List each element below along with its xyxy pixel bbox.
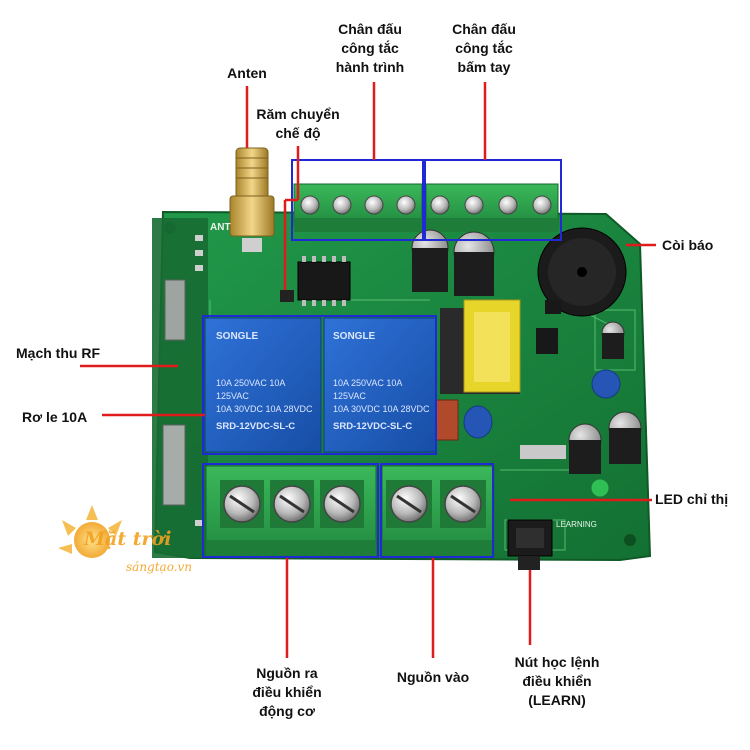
relay-2-rating-1: 10A 250VAC 10A 125VAC — [333, 378, 402, 401]
label-relay: Rơ le 10A — [22, 409, 88, 425]
relay-1-rating-2: 10A 30VDC 10A 28VDC — [216, 404, 313, 414]
relay-2-rating-2: 10A 30VDC 10A 28VDC — [333, 404, 430, 414]
label-rf-receiver: Mạch thu RF — [16, 345, 100, 361]
buzzer-icon — [537, 227, 627, 317]
label-motor-output-line-3: động cơ — [259, 703, 315, 719]
watermark-line-1: Mặt trời — [84, 528, 172, 550]
relay-1-rating-1: 10A 250VAC 10A 125VAC — [216, 378, 285, 401]
relay-1 — [204, 317, 322, 453]
antenna-connector-icon — [229, 147, 275, 252]
learn-silkscreen: LEARNING — [556, 520, 597, 529]
learn-button — [507, 519, 553, 570]
relay-2 — [323, 317, 437, 453]
label-learn-line-2: điều khiển — [522, 673, 592, 689]
relay-2-model: SRD-12VDC-SL-C — [333, 421, 413, 432]
small-components — [431, 300, 621, 498]
ic-chip — [280, 256, 351, 306]
label-buzzer: Còi báo — [662, 237, 714, 253]
label-push-button-line-2: công tắc — [455, 40, 513, 56]
label-limit-switch-terminal: Chân đấu công tắc hành trình — [336, 20, 404, 77]
sun-logo-icon — [58, 505, 122, 558]
label-push-button-line-1: Chân đấu — [452, 21, 516, 37]
watermark-line-2: sángtạo.vn — [126, 560, 193, 574]
label-motor-output: Nguồn ra điều khiển động cơ — [252, 664, 321, 721]
label-power-input: Nguồn vào — [396, 669, 470, 685]
label-limit-switch-line-1: Chân đấu — [338, 21, 402, 37]
top-terminal-screws — [300, 195, 552, 215]
label-mode-jumper: Răm chuyển chế độ — [256, 105, 339, 143]
screw-terminal-icon — [220, 480, 486, 528]
label-led: LED chỉ thị — [655, 491, 729, 507]
relay-1-model: SRD-12VDC-SL-C — [216, 421, 296, 432]
transformer — [440, 299, 521, 394]
limit-switch-terminal-block — [293, 183, 423, 232]
label-motor-output-line-2: điều khiển — [252, 684, 322, 700]
rf-receiver-module — [152, 218, 208, 558]
relay-1-brand: SONGLE — [216, 331, 259, 342]
label-push-button-terminal: Chân đấu công tắc bấm tay — [452, 20, 516, 77]
label-motor-output-line-1: Nguồn ra — [256, 665, 318, 681]
antenna-silkscreen: ANT — [210, 222, 231, 233]
label-limit-switch-line-3: hành trình — [335, 59, 405, 75]
relay-1-markings: SONGLE 10A 250VAC 10A 125VAC 10A 30VDC 1… — [216, 330, 316, 440]
label-antenna: Anten — [227, 65, 267, 81]
label-mode-jumper-line-2: chế độ — [275, 125, 321, 141]
label-push-button-line-3: bấm tay — [457, 59, 511, 75]
relay-2-brand: SONGLE — [333, 331, 376, 342]
label-learn-line-1: Nút học lệnh — [514, 654, 600, 670]
label-learn-button: Nút học lệnh điều khiển (LEARN) — [515, 653, 600, 710]
leader-lines — [80, 82, 656, 658]
label-mode-jumper-line-1: Răm chuyển — [256, 106, 340, 122]
relay-2-markings: SONGLE 10A 250VAC 10A 125VAC 10A 30VDC 1… — [333, 330, 433, 440]
label-learn-line-3: (LEARN) — [528, 692, 586, 708]
label-limit-switch-line-2: công tắc — [341, 40, 399, 56]
